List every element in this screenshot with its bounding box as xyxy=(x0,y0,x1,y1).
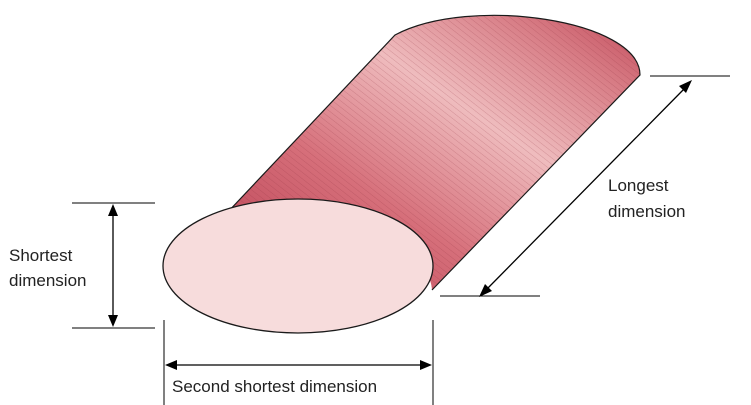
longest-dimension-label: Longest dimension xyxy=(608,176,686,221)
shortest-label-line2: dimension xyxy=(9,271,87,290)
fiber-end-face xyxy=(163,199,433,333)
longest-label-line2: dimension xyxy=(608,202,686,221)
shortest-label-line1: Shortest xyxy=(9,246,73,265)
longest-label-line1: Longest xyxy=(608,176,669,195)
shortest-dimension-label: Shortest dimension xyxy=(9,246,87,290)
shortest-dimension-marker xyxy=(72,203,155,328)
second-shortest-dimension-label: Second shortest dimension xyxy=(172,377,377,396)
